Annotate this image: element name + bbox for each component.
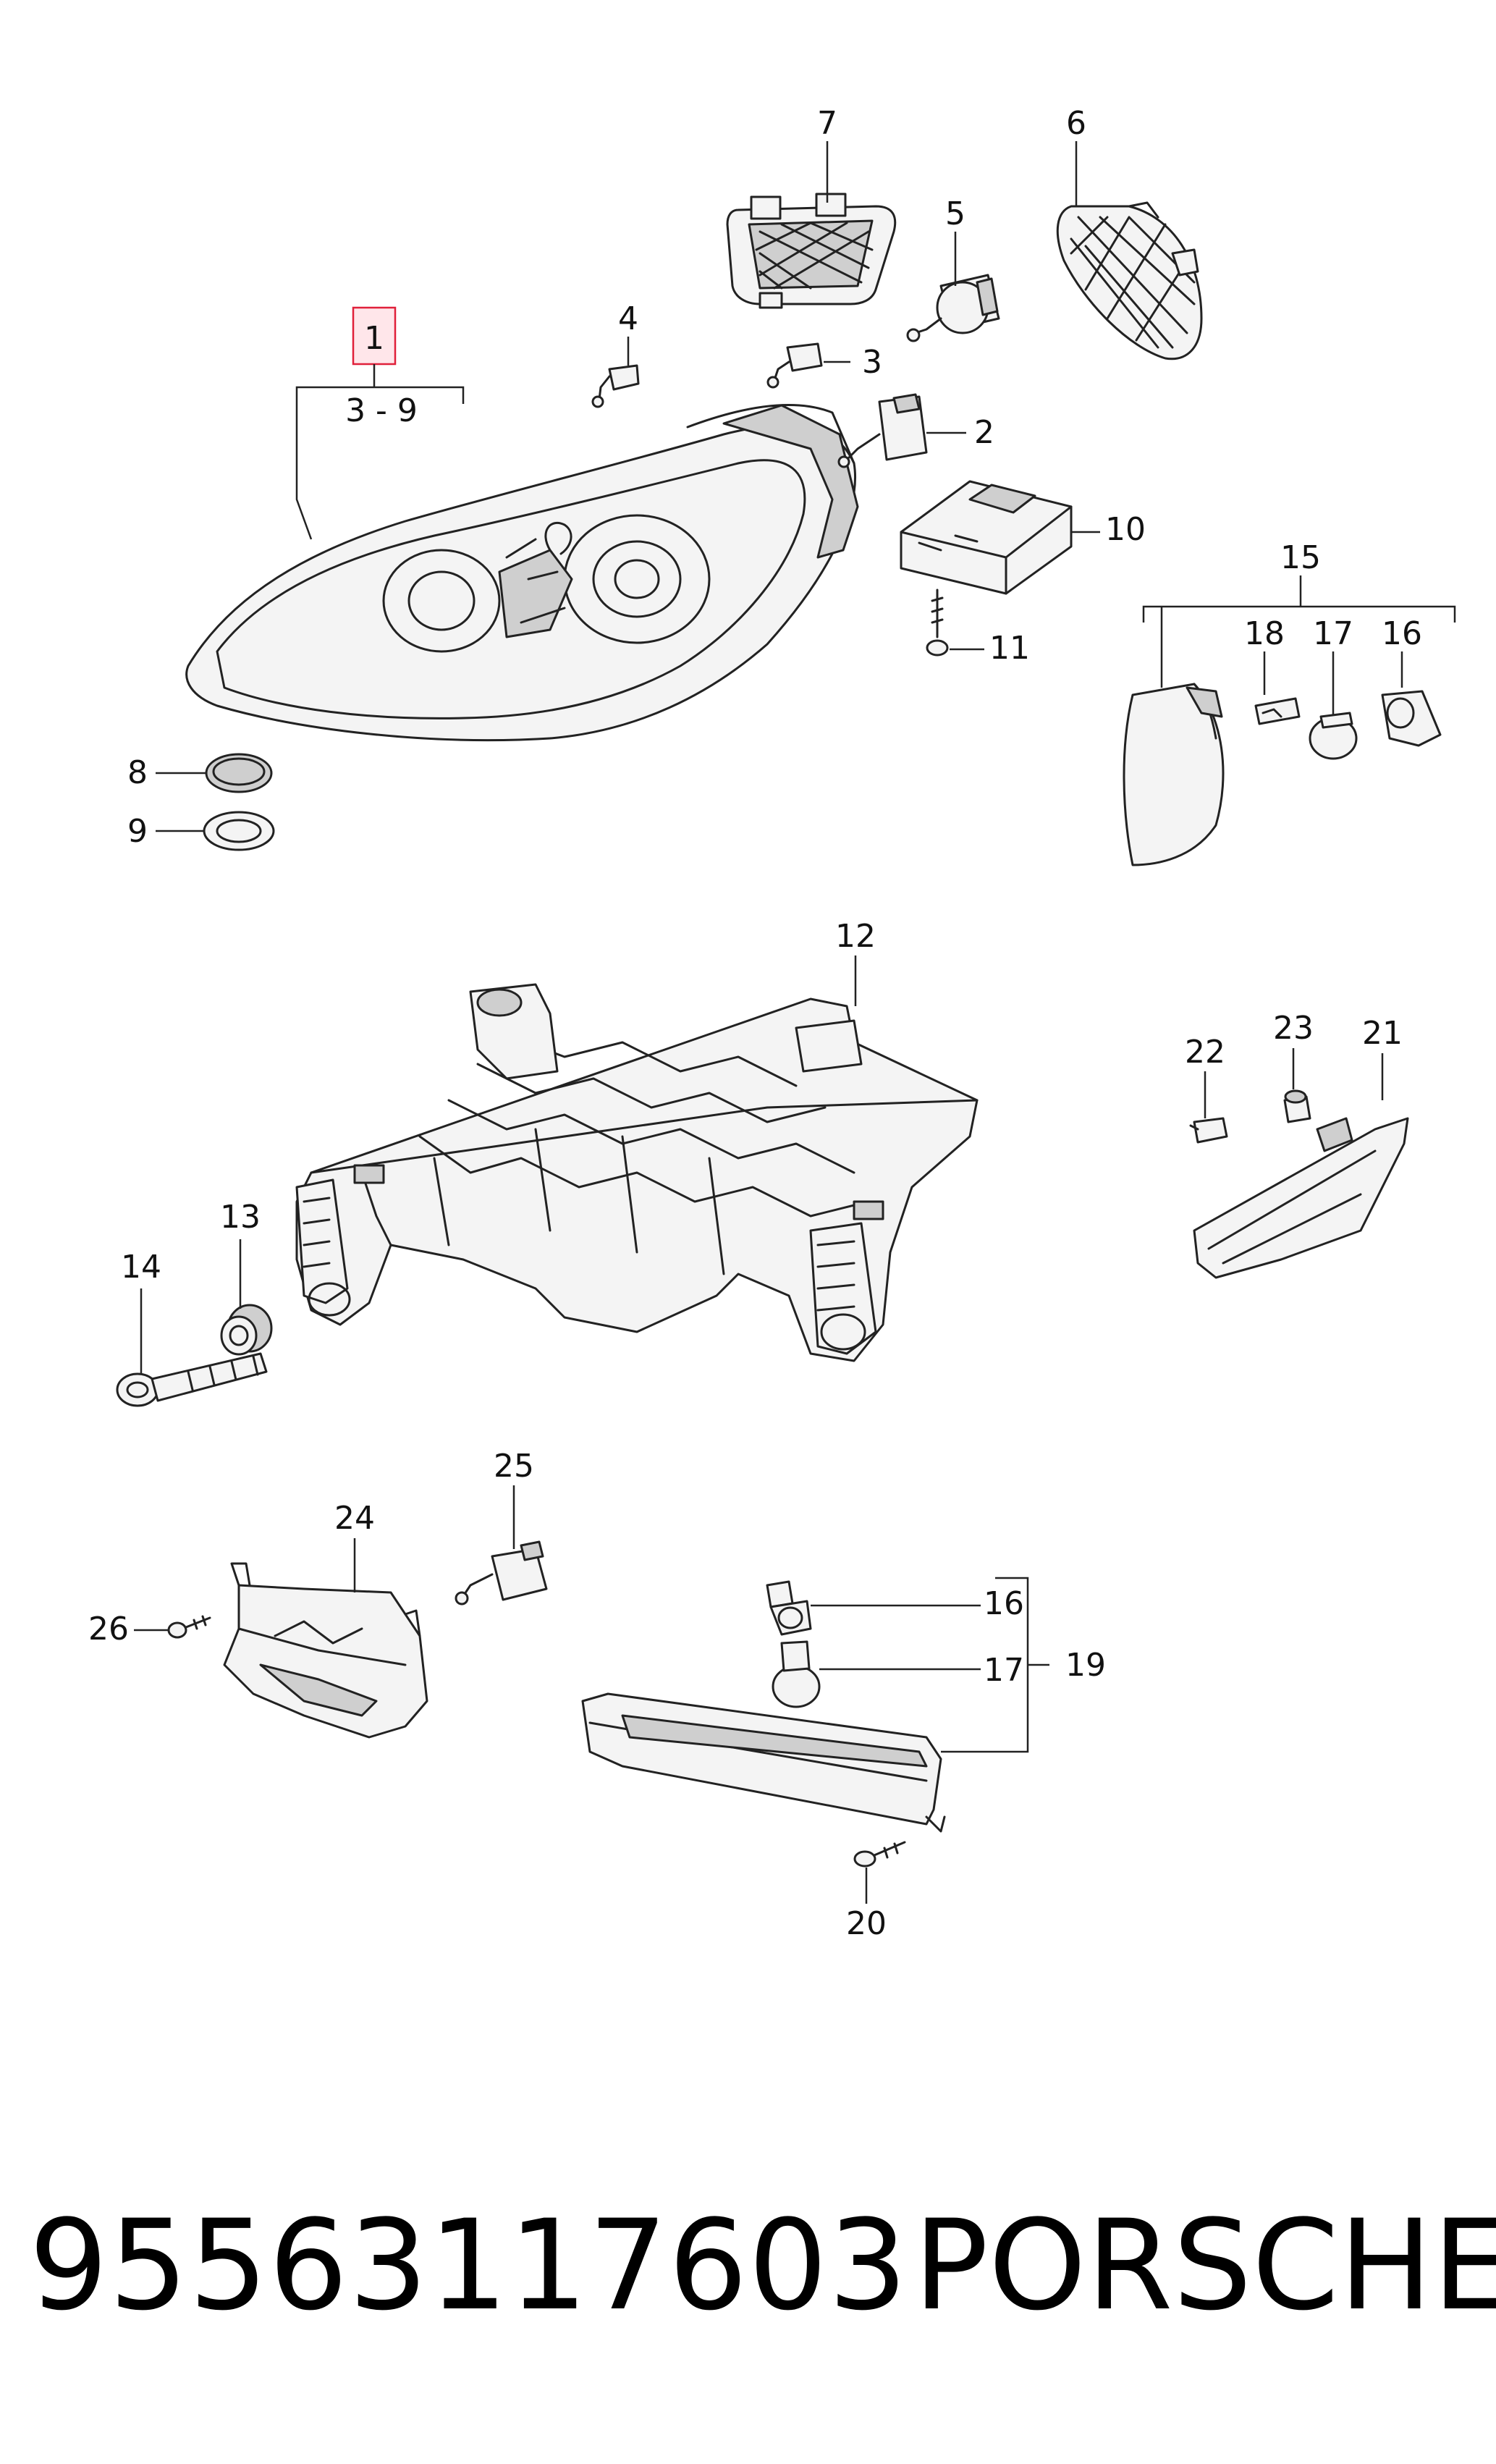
bushing-13 <box>220 1304 273 1356</box>
carrier-bracket <box>295 983 979 1362</box>
callout-3: 3 <box>862 344 882 381</box>
callout-9: 9 <box>127 813 148 850</box>
bolt-14 <box>116 1352 268 1407</box>
callout-11: 11 <box>989 630 1030 667</box>
part-number: 95563117603 <box>29 2193 908 2338</box>
turn-signal-lens <box>1123 683 1225 866</box>
callout-23: 23 <box>1273 1010 1314 1047</box>
callout-17: 17 <box>1313 615 1353 652</box>
wedge-bulb-22 <box>1189 1117 1228 1144</box>
callout-12: 12 <box>835 918 876 955</box>
socket-16 <box>1381 690 1442 747</box>
socket-16b <box>766 1580 812 1636</box>
seal-ring-9 <box>203 811 275 851</box>
callout-1-highlight <box>352 306 397 366</box>
bulb-2 <box>837 393 928 468</box>
callout-20: 20 <box>846 1905 887 1942</box>
grille-insert <box>1056 201 1203 360</box>
callout-2: 2 <box>974 414 994 451</box>
wedge-bulb-18 <box>1254 697 1301 725</box>
control-unit <box>900 480 1073 595</box>
cover-cap <box>726 193 897 309</box>
callout-21: 21 <box>1362 1015 1403 1052</box>
callout-25: 25 <box>494 1448 534 1485</box>
callout-7: 7 <box>817 105 837 142</box>
callout-17b: 17 <box>984 1652 1024 1689</box>
footer: 95563117603 PORSCHE <box>0 2193 1496 2338</box>
callout-24: 24 <box>334 1500 375 1537</box>
cap-8 <box>205 753 273 793</box>
socket-23 <box>1283 1089 1311 1123</box>
callout-26: 26 <box>88 1611 129 1647</box>
screw-26 <box>167 1615 211 1639</box>
callout-4: 4 <box>618 300 638 337</box>
callout-19: 19 <box>1065 1647 1106 1684</box>
callout-15: 15 <box>1280 539 1321 576</box>
callout-22: 22 <box>1185 1034 1225 1071</box>
callout-10: 10 <box>1105 511 1146 548</box>
callout-5: 5 <box>945 195 965 232</box>
brand-name: PORSCHE <box>913 2193 1496 2338</box>
headlight-assembly <box>185 404 859 742</box>
small-bulb-3 <box>766 342 823 389</box>
screw-11 <box>926 588 949 657</box>
bulb-17 <box>1309 712 1358 760</box>
bulb-17b <box>772 1640 821 1708</box>
bulb-25 <box>455 1540 548 1606</box>
side-marker <box>1193 1117 1409 1279</box>
small-bulb-4 <box>591 364 640 408</box>
callout-18: 18 <box>1244 615 1285 652</box>
callout-8: 8 <box>127 754 148 791</box>
callout-16b: 16 <box>984 1585 1024 1622</box>
xenon-bulb <box>906 274 1000 342</box>
callout-1: 1 <box>364 320 384 357</box>
drl-light <box>581 1692 946 1833</box>
callout-14: 14 <box>121 1249 161 1286</box>
callout-6: 6 <box>1066 105 1086 142</box>
fog-light-housing <box>223 1562 428 1739</box>
screw-20 <box>853 1841 906 1868</box>
callout-1-range: 3 - 9 <box>345 392 418 429</box>
callout-16: 16 <box>1382 615 1422 652</box>
callout-13: 13 <box>220 1199 261 1236</box>
